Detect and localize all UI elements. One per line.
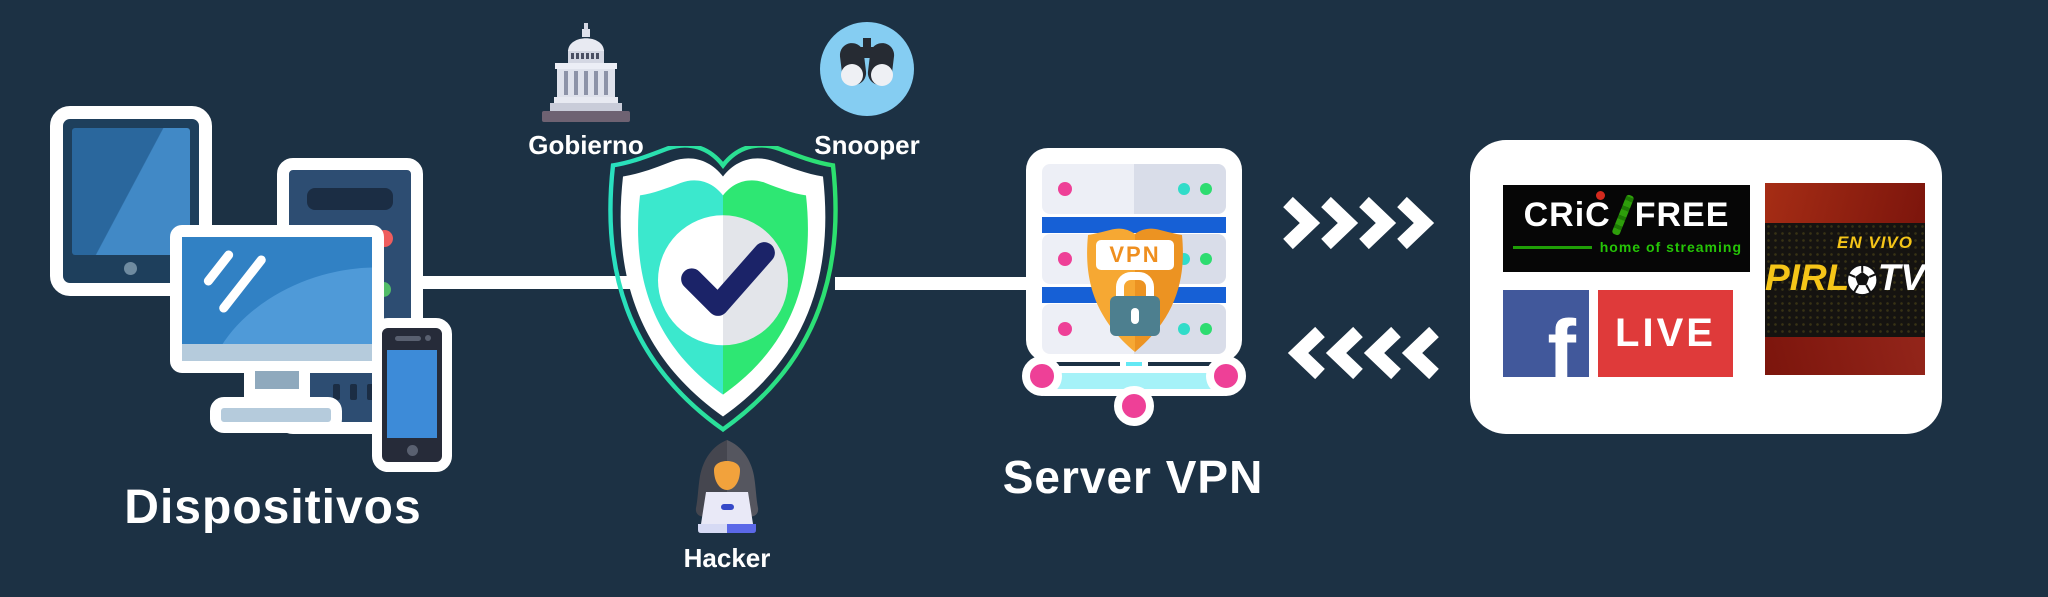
cricfree-tagline: home of streaming bbox=[1503, 236, 1750, 255]
soccer-ball-icon bbox=[1846, 263, 1879, 297]
monitor-icon bbox=[170, 225, 384, 433]
phone-speaker bbox=[395, 336, 421, 341]
snooper-icon bbox=[820, 22, 914, 116]
phone-screen bbox=[387, 350, 437, 438]
network-node bbox=[1206, 356, 1246, 396]
government-label: Gobierno bbox=[528, 130, 644, 160]
phone-home-button bbox=[407, 445, 418, 456]
shield-check-icon bbox=[598, 146, 848, 442]
pirlotv-name: PIRL TV bbox=[1765, 257, 1925, 298]
pirlotv-en-vivo-badge: EN VIVO bbox=[1837, 233, 1913, 252]
monitor-base bbox=[210, 397, 342, 433]
monitor-chin bbox=[182, 344, 372, 361]
tablet-home-button bbox=[124, 262, 137, 275]
facebook-f-icon: f bbox=[1547, 303, 1576, 377]
devices-label: Dispositivos bbox=[124, 481, 422, 534]
cricfree-logo: CRiC FREE home of streaming bbox=[1503, 185, 1750, 272]
vpn-badge-label: VPN bbox=[1096, 240, 1174, 270]
server-label: Server VPN bbox=[1002, 451, 1264, 503]
padlock-keyhole bbox=[1131, 308, 1139, 324]
snooper-label: Snooper bbox=[814, 130, 920, 160]
connector-devices-shield bbox=[418, 276, 630, 289]
hacker-label: Hacker bbox=[683, 543, 771, 573]
monitor-screen bbox=[170, 225, 384, 373]
facebook-logo: f bbox=[1503, 290, 1589, 377]
screen-shine bbox=[202, 248, 235, 288]
connector-shield-server bbox=[835, 277, 1037, 290]
phone-camera bbox=[425, 335, 431, 341]
chevrons-right-icon bbox=[1283, 196, 1435, 250]
network-node bbox=[1114, 386, 1154, 426]
tower-drive-slot bbox=[307, 188, 393, 210]
hooded-hacker-icon bbox=[695, 440, 759, 533]
server-rack-unit bbox=[1042, 164, 1226, 214]
binoculars-icon bbox=[839, 38, 895, 86]
smartphone-icon bbox=[372, 318, 452, 472]
capitol-building-icon bbox=[542, 23, 630, 122]
vpn-lock-badge: VPN bbox=[1080, 224, 1190, 360]
streaming-sites-panel: CRiC FREE home of streaming EN VIVO PIRL bbox=[1470, 140, 1942, 434]
chevrons-left-icon bbox=[1287, 326, 1439, 380]
vpn-server-rack-icon: VPN bbox=[1020, 142, 1248, 442]
pirlotv-logo: EN VIVO PIRL TV bbox=[1765, 183, 1925, 375]
live-badge: LIVE bbox=[1598, 290, 1733, 377]
cricfree-red-dot bbox=[1596, 191, 1605, 200]
server-rack-divider bbox=[1042, 217, 1226, 233]
cricfree-name: CRiC FREE bbox=[1503, 191, 1750, 236]
monitor-stand bbox=[244, 371, 310, 400]
network-node bbox=[1022, 356, 1062, 396]
padlock-shackle bbox=[1116, 272, 1154, 306]
cricket-bat-icon bbox=[1611, 194, 1635, 236]
